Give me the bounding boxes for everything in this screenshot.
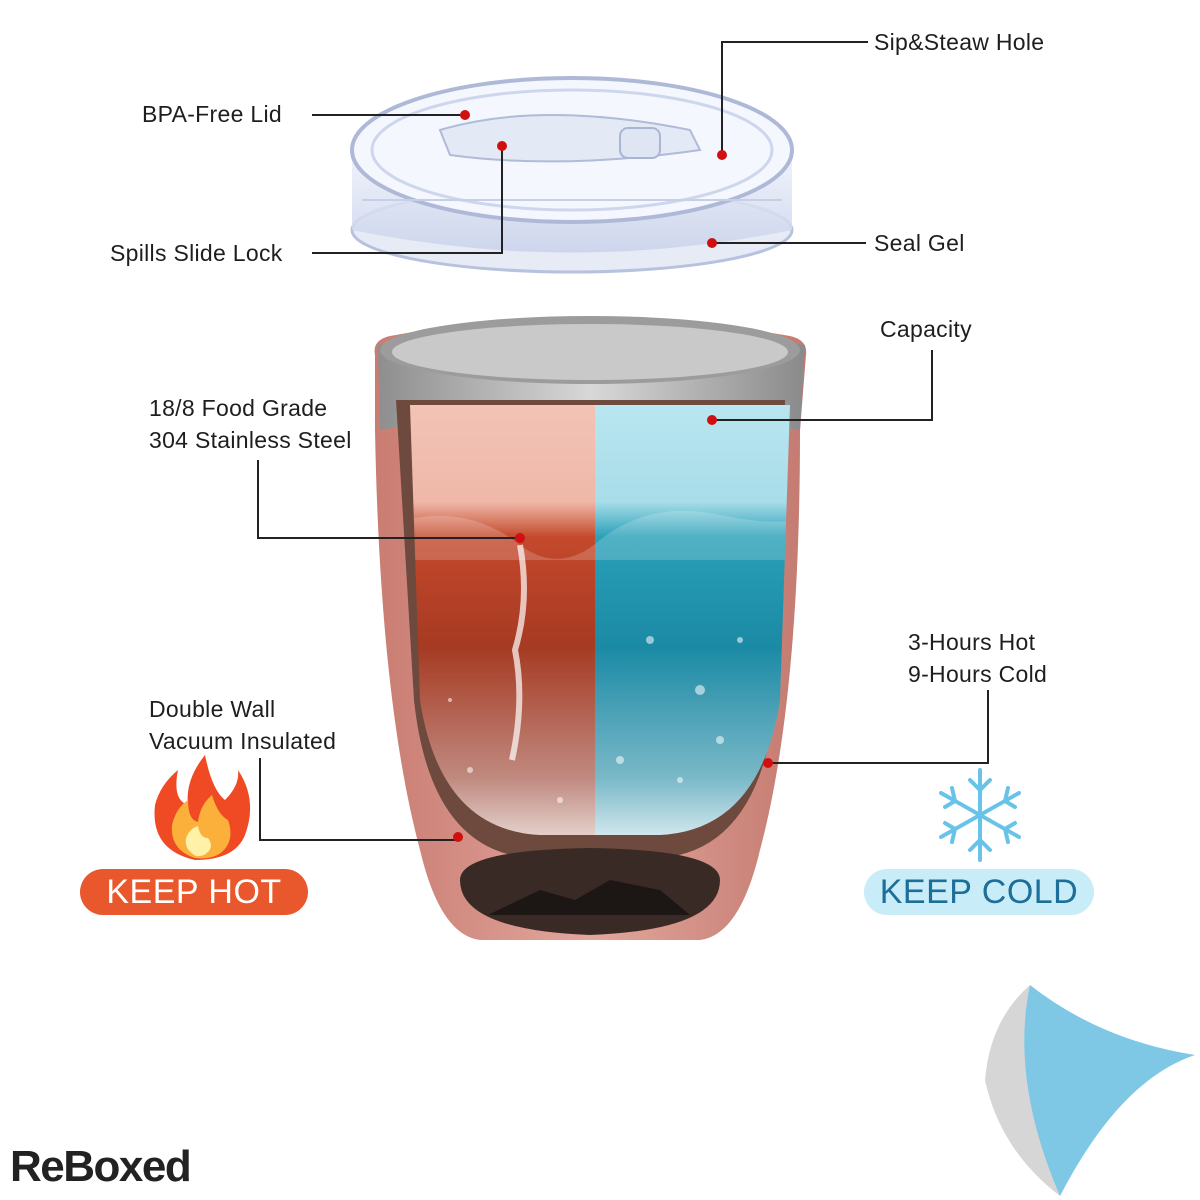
callout-double-wall-line2: Vacuum Insulated	[149, 728, 337, 754]
flame-icon	[154, 755, 251, 860]
callout-sip-straw-hole: Sip&Steaw Hole	[874, 29, 1045, 55]
snowflake-icon	[939, 768, 1021, 862]
corner-fold-decoration	[985, 985, 1200, 1200]
callout-marker-dots	[453, 110, 773, 842]
callout-hours: 3-Hours Hot 9-Hours Cold	[908, 626, 1047, 690]
callout-stainless-steel-line1: 18/8 Food Grade	[149, 395, 328, 421]
keep-hot-badge: KEEP HOT	[80, 869, 308, 915]
brand-logo: ReBoxed	[10, 1142, 192, 1191]
callout-double-wall-line1: Double Wall	[149, 696, 276, 722]
callout-seal-gel: Seal Gel	[874, 230, 965, 256]
callout-bpa-free-lid: BPA-Free Lid	[142, 101, 282, 127]
tumbler-body	[374, 316, 807, 940]
callout-leader-lines	[257, 41, 989, 841]
callout-hours-line1: 3-Hours Hot	[908, 629, 1036, 655]
callout-stainless-steel: 18/8 Food Grade 304 Stainless Steel	[149, 392, 352, 456]
callout-spills-slide-lock: Spills Slide Lock	[110, 240, 283, 266]
callout-double-wall: Double Wall Vacuum Insulated	[149, 693, 336, 757]
callout-capacity: Capacity	[880, 316, 972, 342]
callout-stainless-steel-line2: 304 Stainless Steel	[149, 427, 352, 453]
keep-cold-badge: KEEP COLD	[864, 869, 1094, 915]
callout-hours-line2: 9-Hours Cold	[908, 661, 1048, 687]
